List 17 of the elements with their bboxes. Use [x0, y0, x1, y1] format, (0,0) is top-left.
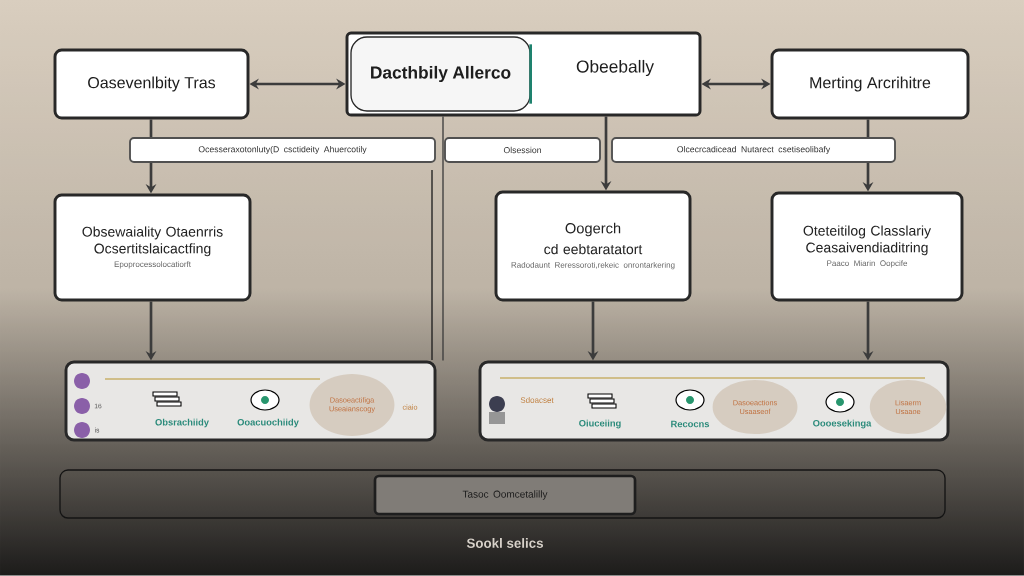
- icon-label: Oiuceiing: [579, 419, 621, 429]
- process-box: Oasevenlbity Tras: [53, 48, 250, 120]
- label-bar: Olsession: [444, 137, 601, 163]
- icon-label: Sdoacset: [520, 397, 554, 403]
- icon-label: Oooesekinga: [813, 419, 872, 429]
- label-bar: Ocesseraxotonluty(D csctideity Ahuercotily: [129, 137, 436, 163]
- process-box: Obsewaiality Otaenrris Ocsertitslaicactfing Epoprocessolocatiorft: [53, 193, 252, 302]
- icon-label: Obsrachiidy: [155, 418, 209, 428]
- footer-text: Sookl selics: [466, 538, 543, 548]
- icon-label: Ooacuochiidy: [237, 418, 299, 428]
- process-box: Tasoc Oomcetalilly: [373, 474, 637, 516]
- process-box: Dacthbily Allerco: [350, 36, 532, 112]
- process-box: Merting Arcrihitre: [770, 48, 970, 120]
- process-box: Oogerch cd eebtaratatort Radodaunt Reressoroti,rekeic onrontarkering: [494, 190, 692, 302]
- process-box: Oteteitilog Classlariy Ceasaivendiaditring Paaco Miarin Oopcife: [770, 191, 964, 302]
- label-bar: Olcecrcadicead Nutarect csetiseolibafy: [611, 137, 896, 163]
- outline-box: [59, 469, 946, 519]
